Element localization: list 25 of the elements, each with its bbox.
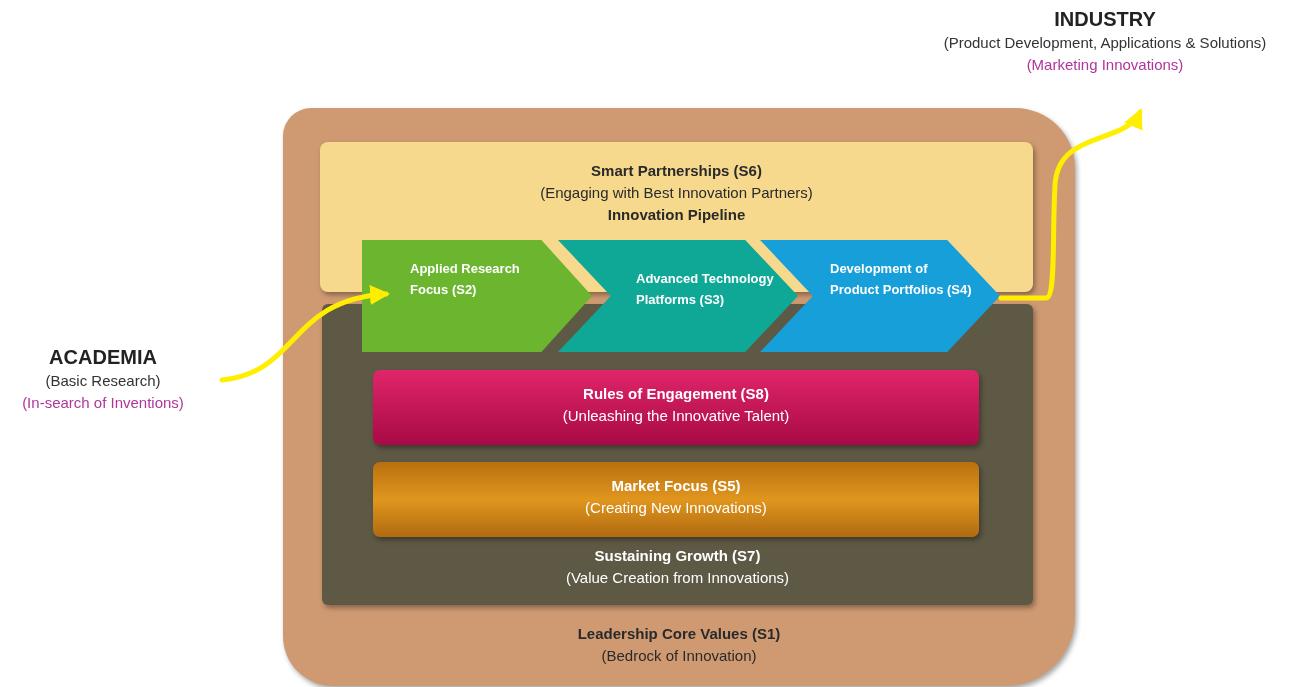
subtitle-text: (Marketing Innovations) — [1026, 55, 1184, 75]
heading-text: Smart Partnerships (S6) — [591, 161, 762, 181]
step-label: Development of Product Portfolios (S4) — [830, 260, 973, 299]
heading-text: INDUSTRY — [1054, 7, 1156, 32]
subtitle-text: Innovation Pipeline — [607, 205, 746, 225]
subtitle-text: (Bedrock of Innovation) — [601, 646, 757, 666]
subtitle-text: (Basic Research) — [45, 371, 161, 391]
market-bar — [373, 462, 979, 537]
arrow — [219, 286, 390, 383]
heading-text: Sustaining Growth (S7) — [594, 546, 761, 566]
heading-text: ACADEMIA — [49, 345, 157, 370]
engagement-bar — [373, 370, 979, 445]
arrow — [998, 108, 1143, 301]
subtitle-text: (Creating New Innovations) — [585, 498, 767, 518]
subtitle-text: (Unleashing the Innovative Talent) — [562, 406, 790, 426]
heading-text: Market Focus (S5) — [611, 476, 741, 496]
subtitle-text: (Value Creation from Innovations) — [565, 568, 790, 588]
heading-text: Leadership Core Values (S1) — [577, 624, 781, 644]
step-label: Applied Research Focus (S2) — [410, 260, 521, 299]
step-label: Advanced Technology Platforms (S3) — [636, 270, 775, 309]
heading-text: Rules of Engagement (S8) — [583, 384, 769, 404]
subtitle-text: (Engaging with Best Innovation Partners) — [540, 183, 813, 203]
leadership-panel — [283, 108, 1075, 686]
subtitle-text: (In-search of Inventions) — [22, 393, 184, 413]
subtitle-text: (Product Development, Applications & Solutions) — [943, 33, 1267, 53]
